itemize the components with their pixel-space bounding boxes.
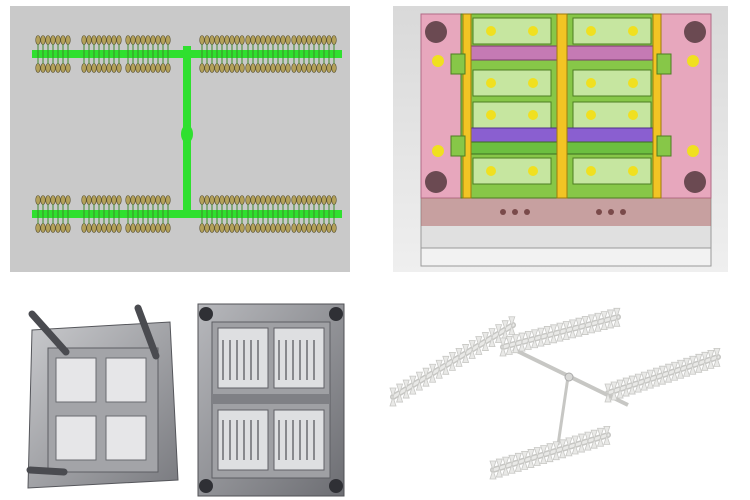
guide-pin	[687, 55, 699, 67]
opened-steel-mold-photo	[20, 300, 352, 498]
side-block	[450, 135, 466, 157]
cavity-teeth	[222, 340, 315, 460]
cavity-inserts	[217, 327, 325, 471]
side-block	[656, 135, 672, 157]
base-holes	[500, 209, 626, 215]
guide-pin	[687, 145, 699, 157]
runner-drawing	[32, 35, 342, 233]
corner-hole	[684, 171, 706, 193]
side-block	[450, 53, 466, 75]
guide-pin	[432, 55, 444, 67]
guide-pillars	[26, 304, 160, 476]
bushing-holes	[199, 307, 343, 493]
molded-part-rows	[35, 35, 337, 233]
mold-drawing	[420, 13, 712, 267]
corner-hole	[684, 21, 706, 43]
ejector-dots	[486, 26, 638, 176]
core-inserts	[55, 357, 147, 461]
green-runner-layout-cad	[10, 6, 350, 272]
molded-parts-drawing	[389, 307, 721, 480]
mold-base-lower	[420, 247, 712, 267]
runner-channel	[212, 394, 330, 404]
clip-teeth	[389, 307, 721, 480]
side-block	[656, 53, 672, 75]
slide-slots	[462, 13, 662, 199]
mold-assembly-3d	[393, 6, 728, 272]
corner-hole	[425, 171, 447, 193]
molded-white-parts-photo	[383, 305, 738, 495]
corner-hole	[425, 21, 447, 43]
guide-pin	[432, 145, 444, 157]
runner-system	[32, 46, 342, 218]
steel-mold-drawing	[26, 303, 345, 497]
plate-edge	[421, 198, 711, 226]
